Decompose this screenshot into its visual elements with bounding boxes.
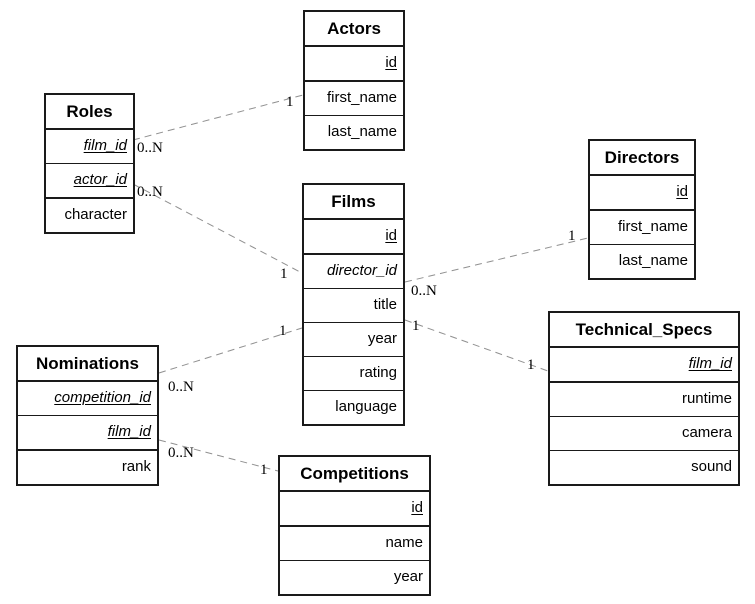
field-label: camera <box>681 424 732 441</box>
entity-title: Actors <box>305 12 403 47</box>
relationship-line-films-technical-specs <box>404 319 549 372</box>
cardinality-label: 0..N <box>168 445 194 461</box>
field-label: year <box>393 568 423 585</box>
field-label: language <box>335 398 397 415</box>
relationship-line-nominations-competitions <box>158 439 279 472</box>
field-row: character <box>46 199 133 232</box>
field-row: first_name <box>590 211 694 245</box>
cardinality-label: 1 <box>280 266 288 282</box>
field-label: rank <box>121 458 151 475</box>
field-label: director_id <box>326 262 397 279</box>
cardinality-label: 1 <box>527 357 535 373</box>
relationship-line-films-directors <box>404 237 589 283</box>
field-row: title <box>304 289 403 323</box>
cardinality-label: 1 <box>412 318 420 334</box>
field-label: first_name <box>326 89 397 106</box>
field-label: id <box>385 54 397 71</box>
field-row: film_id <box>550 348 738 383</box>
field-row: last_name <box>590 245 694 278</box>
field-label: last_name <box>618 252 688 269</box>
field-row: language <box>304 391 403 424</box>
field-row: first_name <box>305 82 403 116</box>
field-row: name <box>280 527 429 561</box>
field-row: runtime <box>550 383 738 417</box>
field-label: year <box>367 330 397 347</box>
cardinality-label: 1 <box>279 323 287 339</box>
entity-title: Directors <box>590 141 694 176</box>
field-row: film_id <box>46 130 133 164</box>
cardinality-label: 0..N <box>137 184 163 200</box>
entity-title: Technical_Specs <box>550 313 738 348</box>
field-row: competition_id <box>18 382 157 416</box>
field-label: id <box>411 499 423 516</box>
field-row: id <box>590 176 694 211</box>
field-label: character <box>64 206 127 223</box>
field-row: camera <box>550 417 738 451</box>
relationship-line-roles-actors <box>132 94 304 141</box>
entity-nominations[interactable]: Nominations competition_id film_id rank <box>16 345 159 486</box>
entity-title: Films <box>304 185 403 220</box>
cardinality-label: 1 <box>286 94 294 110</box>
field-label: film_id <box>688 355 732 372</box>
entity-directors[interactable]: Directors id first_name last_name <box>588 139 696 280</box>
entity-competitions[interactable]: Competitions id name year <box>278 455 431 596</box>
field-row: rating <box>304 357 403 391</box>
entity-title: Nominations <box>18 347 157 382</box>
entity-actors[interactable]: Actors id first_name last_name <box>303 10 405 151</box>
field-label: id <box>385 227 397 244</box>
field-label: last_name <box>327 123 397 140</box>
field-label: competition_id <box>54 389 151 406</box>
entity-roles[interactable]: Roles film_id actor_id character <box>44 93 135 234</box>
entity-title: Roles <box>46 95 133 130</box>
field-label: film_id <box>107 423 151 440</box>
field-label: film_id <box>83 137 127 154</box>
cardinality-label: 0..N <box>137 140 163 156</box>
cardinality-label: 0..N <box>411 283 437 299</box>
field-label: first_name <box>617 218 688 235</box>
field-row: actor_id <box>46 164 133 199</box>
field-row: last_name <box>305 116 403 149</box>
field-row: id <box>305 47 403 82</box>
field-row: id <box>280 492 429 527</box>
relationship-line-nominations-films <box>158 327 303 374</box>
field-label: rating <box>359 364 397 381</box>
field-row: director_id <box>304 255 403 289</box>
entity-technical-specs[interactable]: Technical_Specs film_id runtime camera s… <box>548 311 740 486</box>
field-row: rank <box>18 451 157 484</box>
field-row: sound <box>550 451 738 484</box>
relationship-line-roles-films <box>132 183 303 274</box>
field-label: actor_id <box>73 171 127 188</box>
field-label: name <box>385 534 423 551</box>
field-label: runtime <box>681 390 732 407</box>
entity-title: Competitions <box>280 457 429 492</box>
field-row: year <box>304 323 403 357</box>
field-row: film_id <box>18 416 157 451</box>
cardinality-label: 1 <box>568 228 576 244</box>
field-row: id <box>304 220 403 255</box>
cardinality-label: 0..N <box>168 379 194 395</box>
field-label: sound <box>691 458 732 475</box>
cardinality-label: 1 <box>260 462 268 478</box>
field-row: year <box>280 561 429 594</box>
entity-films[interactable]: Films id director_id title year rating l… <box>302 183 405 426</box>
field-label: title <box>373 296 397 313</box>
field-label: id <box>676 183 688 200</box>
